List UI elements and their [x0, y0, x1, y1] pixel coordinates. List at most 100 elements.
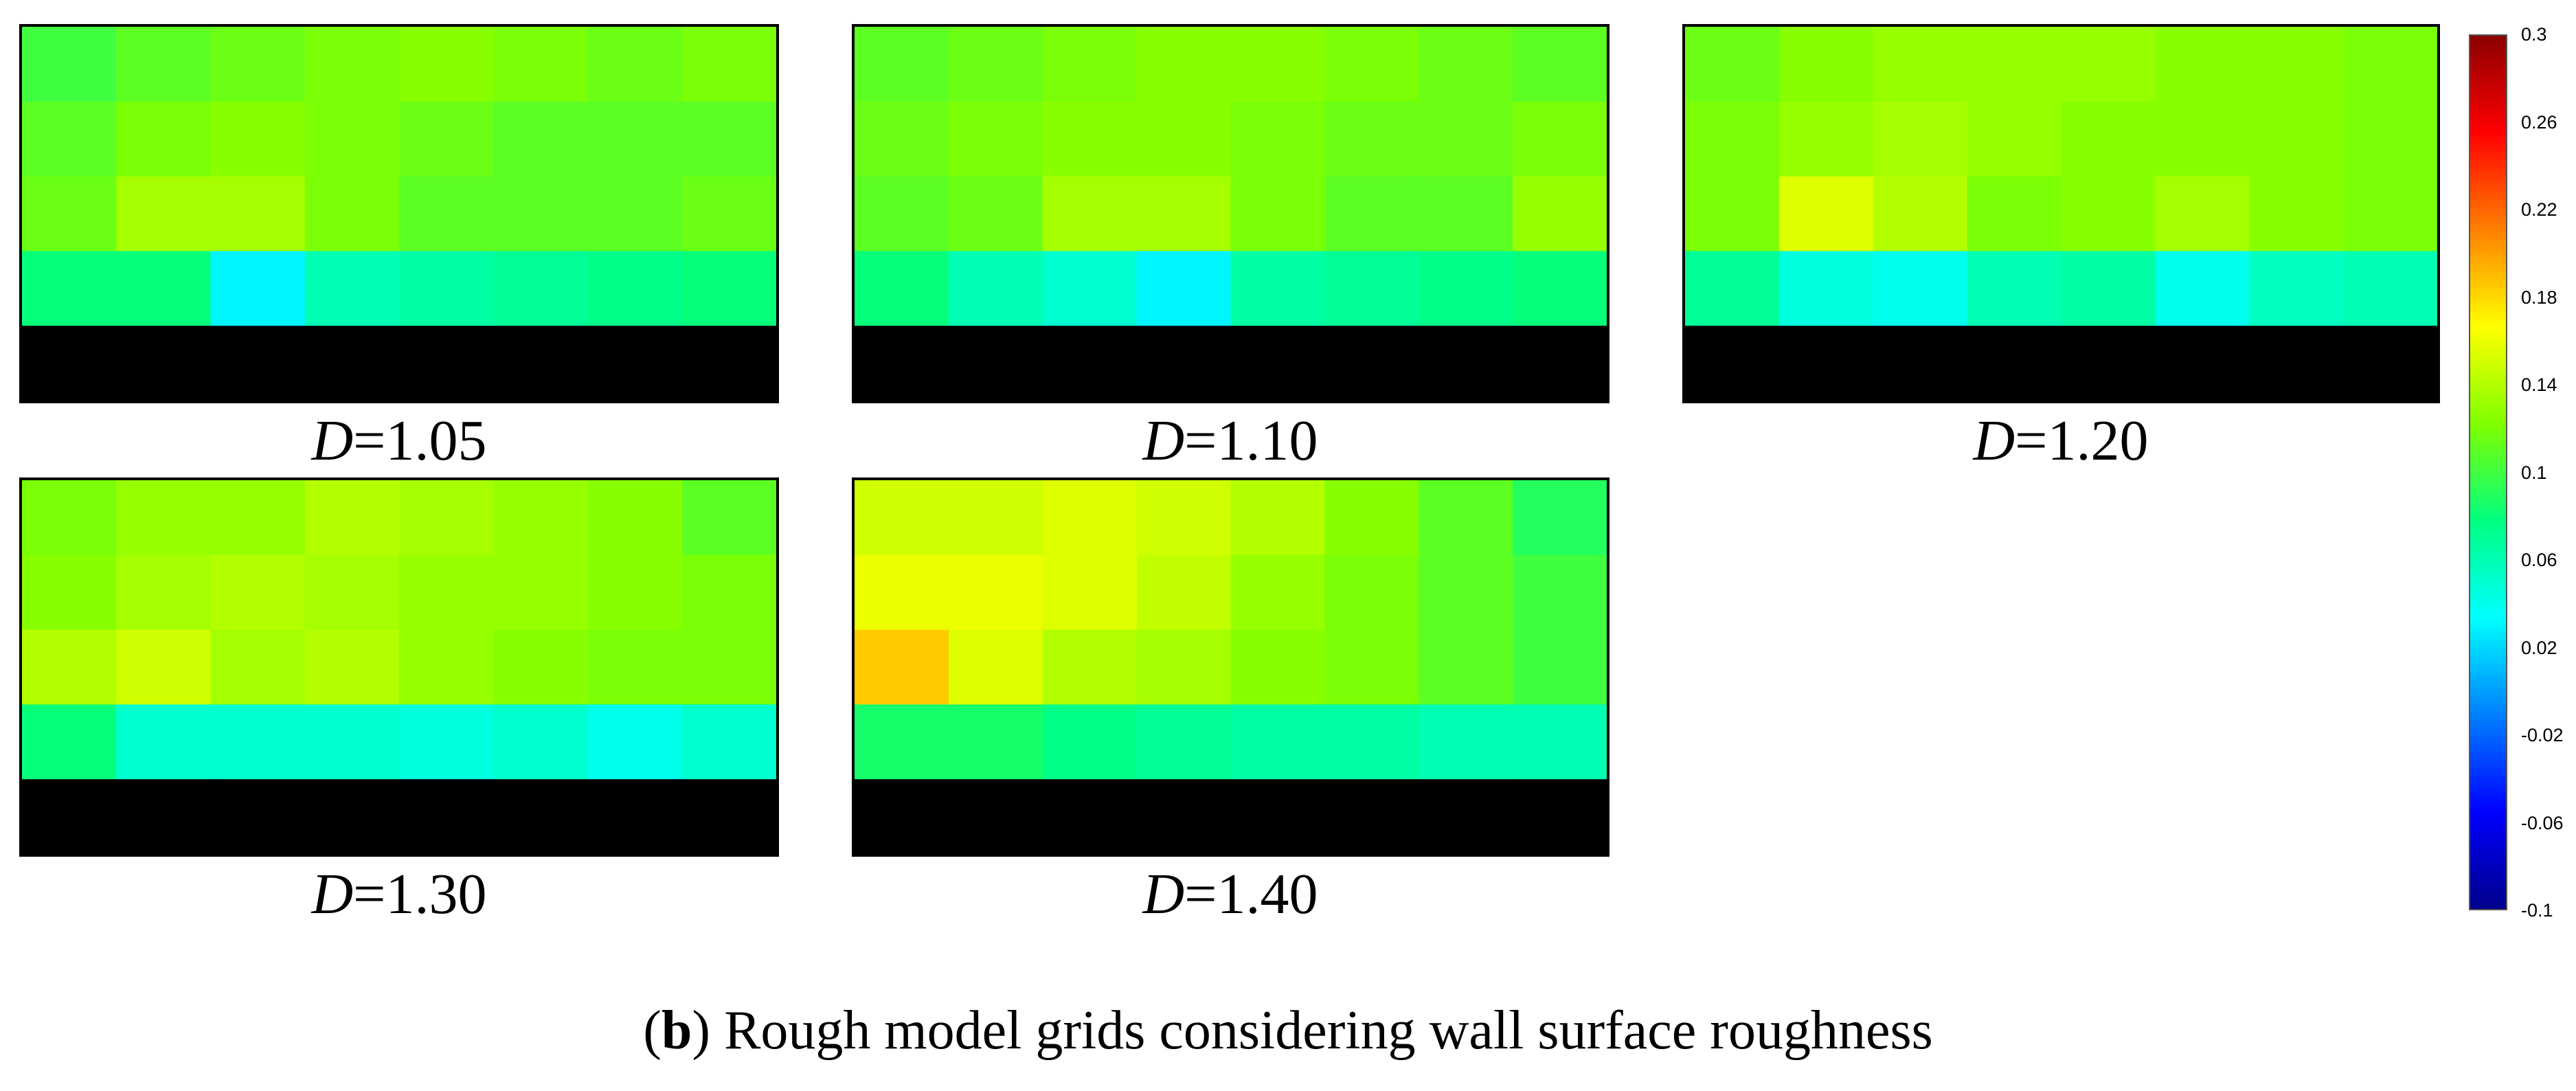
- heatmap-cell: [116, 779, 212, 854]
- heatmap-cell: [1685, 176, 1780, 251]
- panel-label: D=1.20: [1973, 409, 2149, 473]
- heatmap-cell: [948, 629, 1043, 705]
- heatmap-cell: [399, 326, 494, 401]
- heatmap-cell: [493, 480, 589, 556]
- heatmap-cell: [855, 251, 949, 326]
- heatmap-cell: [1967, 326, 2062, 401]
- heatmap-cell: [2343, 176, 2437, 251]
- heatmap-cell: [855, 27, 949, 102]
- heatmap-cell: [399, 704, 494, 780]
- heatmap-cell: [210, 779, 306, 854]
- heatmap-cell: [1778, 326, 1874, 401]
- heatmap-cell: [1136, 779, 1232, 854]
- heatmap-cell: [1230, 554, 1325, 631]
- heatmap-cell: [2249, 27, 2344, 102]
- heatmap-cell: [304, 480, 400, 556]
- colorbar-tick-label: 0.14: [2521, 374, 2557, 395]
- heatmap-cell: [493, 554, 589, 631]
- heatmap-cell: [1324, 251, 1419, 326]
- panel-label: D=1.40: [1142, 862, 1318, 926]
- heatmap-cell: [587, 704, 683, 780]
- heatmap-cell: [1419, 176, 1513, 251]
- heatmap-cell: [587, 101, 683, 177]
- heatmap-cell: [855, 629, 949, 705]
- heatmap-cell: [1324, 27, 1419, 102]
- heatmap-cell: [1324, 176, 1419, 251]
- heatmap-cell: [1230, 101, 1325, 177]
- heatmap-cell: [399, 629, 494, 705]
- heatmap-cell: [116, 480, 212, 556]
- heatmap-cell: [1685, 326, 1780, 401]
- heatmap-cell: [1136, 251, 1232, 326]
- heatmap-cell: [2061, 326, 2156, 401]
- heatmap-cell: [2155, 251, 2250, 326]
- heatmap-cell: [948, 704, 1043, 780]
- heatmap-cell: [304, 176, 400, 251]
- heatmap-cell: [948, 326, 1043, 401]
- heatmap-cell: [1324, 480, 1419, 556]
- heatmap-cell: [1419, 554, 1513, 631]
- heatmap-cell: [2061, 27, 2156, 102]
- figure-caption: (b) Rough model grids considering wall s…: [643, 1000, 1933, 1061]
- heatmap-cell: [2061, 176, 2156, 251]
- heatmap-cell: [22, 629, 117, 705]
- heatmap-cell: [1419, 779, 1513, 854]
- heatmap-cell: [210, 629, 306, 705]
- heatmap-cell: [1967, 251, 2062, 326]
- heatmap-cell: [493, 629, 589, 705]
- heatmap-cell: [1778, 27, 1874, 102]
- heatmap-cell: [587, 27, 683, 102]
- heatmap-cell: [1136, 629, 1232, 705]
- heatmap-cell: [2343, 251, 2437, 326]
- heatmap-cell: [948, 176, 1043, 251]
- heatmap-cell: [22, 101, 117, 177]
- heatmap-cell: [493, 779, 589, 854]
- heatmap-cell: [1230, 176, 1325, 251]
- heatmap-cell: [304, 326, 400, 401]
- heatmap-cell: [948, 251, 1043, 326]
- heatmap-cell: [116, 629, 212, 705]
- heatmap-cell: [493, 27, 589, 102]
- heatmap-cell: [681, 554, 776, 631]
- heatmap-cell: [1513, 480, 1607, 556]
- heatmap-cell: [22, 251, 117, 326]
- heatmap-cell: [1419, 326, 1513, 401]
- colorbar-tick-label: 0.02: [2521, 637, 2557, 658]
- colorbar-tick-label: -0.02: [2521, 725, 2564, 745]
- heatmap-cell: [1230, 629, 1325, 705]
- heatmap-cell: [1136, 176, 1232, 251]
- heatmap-cell: [116, 704, 212, 780]
- heatmap-cell: [681, 480, 776, 556]
- heatmap-cell: [587, 176, 683, 251]
- heatmap-cell: [2155, 326, 2250, 401]
- heatmap-cell: [1230, 251, 1325, 326]
- heatmap-cell: [1042, 554, 1138, 631]
- heatmap-cell: [1136, 480, 1232, 556]
- heatmap-cell: [1778, 101, 1874, 177]
- heatmap-cell: [948, 27, 1043, 102]
- heatmap-cell: [1685, 251, 1780, 326]
- heatmap-cell: [1419, 251, 1513, 326]
- heatmap-cell: [210, 554, 306, 631]
- heatmap-cell: [1873, 176, 1968, 251]
- heatmap-cell: [1230, 704, 1325, 780]
- heatmap-cell: [2249, 326, 2344, 401]
- heatmap-cell: [1230, 326, 1325, 401]
- heatmap-cell: [2343, 27, 2437, 102]
- colorbar-tick-label: 0.06: [2521, 550, 2557, 570]
- heatmap-cell: [1967, 27, 2062, 102]
- heatmap-cell: [210, 326, 306, 401]
- heatmap-cell: [1513, 101, 1607, 177]
- heatmap-cells: [22, 480, 776, 854]
- heatmap-cell: [2155, 176, 2250, 251]
- heatmap-cell: [1042, 326, 1138, 401]
- heatmap-cell: [1042, 480, 1138, 556]
- heatmap-cell: [587, 779, 683, 854]
- heatmap-cell: [116, 176, 212, 251]
- heatmap-cell: [1324, 629, 1419, 705]
- heatmap-cell: [304, 251, 400, 326]
- heatmap-cell: [1230, 779, 1325, 854]
- heatmap-cell: [210, 176, 306, 251]
- heatmap-cell: [1136, 27, 1232, 102]
- heatmap-cell: [399, 554, 494, 631]
